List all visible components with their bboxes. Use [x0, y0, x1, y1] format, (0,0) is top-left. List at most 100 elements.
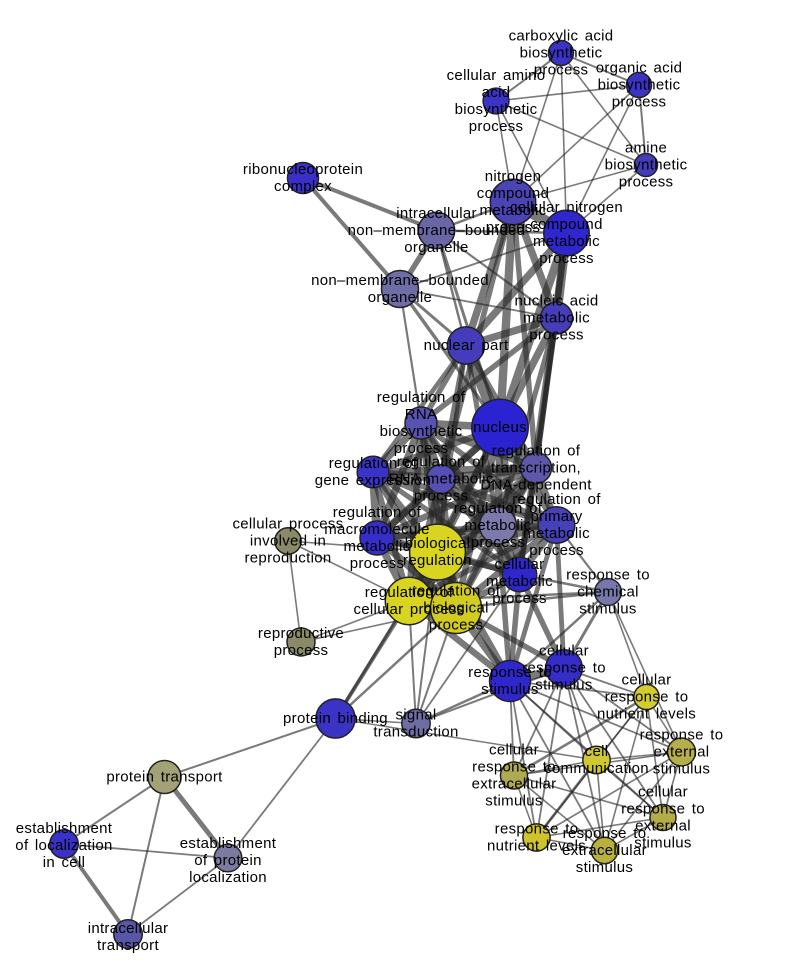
- svg-text:nutrient levels: nutrient levels: [597, 706, 696, 723]
- svg-text:transcription,: transcription,: [491, 460, 581, 477]
- svg-text:process: process: [350, 555, 405, 572]
- svg-text:regulation of: regulation of: [512, 491, 601, 508]
- svg-text:stimulus: stimulus: [634, 835, 691, 852]
- svg-text:cellular process: cellular process: [353, 601, 464, 618]
- svg-text:process: process: [486, 219, 541, 236]
- svg-text:regulation of: regulation of: [365, 584, 454, 601]
- svg-text:process: process: [469, 118, 524, 135]
- svg-text:metabolic: metabolic: [523, 525, 590, 542]
- svg-text:biological: biological: [423, 600, 489, 617]
- svg-text:regulation of: regulation of: [397, 454, 486, 471]
- svg-text:cellular: cellular: [539, 643, 589, 660]
- svg-text:involved in: involved in: [250, 533, 326, 550]
- svg-text:cellular: cellular: [638, 784, 688, 801]
- svg-text:of localization: of localization: [15, 837, 112, 854]
- svg-text:response to: response to: [563, 825, 647, 842]
- svg-text:metabolic: metabolic: [486, 573, 553, 590]
- svg-text:transduction: transduction: [373, 724, 458, 741]
- svg-text:extracellular: extracellular: [472, 776, 557, 793]
- svg-text:macromolecule: macromolecule: [324, 521, 430, 538]
- svg-text:nutrient levels: nutrient levels: [487, 838, 586, 855]
- svg-text:process: process: [529, 327, 584, 344]
- svg-text:chemical: chemical: [577, 584, 639, 601]
- svg-text:process: process: [534, 62, 589, 79]
- svg-text:compound: compound: [530, 216, 602, 233]
- svg-text:process: process: [429, 617, 484, 634]
- svg-text:regulation of: regulation of: [333, 504, 422, 521]
- svg-text:complex: complex: [274, 178, 332, 195]
- svg-text:biosynthetic: biosynthetic: [520, 45, 603, 62]
- svg-text:cellular: cellular: [489, 742, 539, 759]
- svg-text:regulation of: regulation of: [492, 443, 581, 460]
- svg-text:metabolic: metabolic: [344, 538, 411, 555]
- svg-text:signal: signal: [396, 707, 437, 724]
- svg-text:amine: amine: [625, 140, 667, 157]
- svg-text:stimulus: stimulus: [535, 677, 592, 694]
- svg-text:non–membrane–bounded: non–membrane–bounded: [348, 222, 526, 239]
- svg-text:reproductive: reproductive: [258, 625, 344, 642]
- svg-text:biosynthetic: biosynthetic: [598, 77, 681, 94]
- svg-text:response to: response to: [468, 664, 552, 681]
- svg-text:stimulus: stimulus: [576, 859, 633, 876]
- svg-text:regulation of: regulation of: [329, 455, 418, 472]
- svg-text:gene expression: gene expression: [315, 472, 432, 489]
- svg-text:reproduction: reproduction: [245, 550, 332, 567]
- svg-text:transport: transport: [97, 937, 159, 954]
- svg-text:RNA: RNA: [405, 406, 438, 423]
- svg-text:stimulus: stimulus: [481, 681, 538, 698]
- svg-text:primary: primary: [530, 508, 582, 525]
- svg-text:regulation: regulation: [403, 552, 472, 569]
- svg-text:response to: response to: [605, 689, 689, 706]
- svg-text:organelle: organelle: [404, 239, 468, 256]
- svg-text:protein transport: protein transport: [106, 769, 223, 786]
- svg-text:process: process: [612, 94, 667, 111]
- svg-text:biosynthetic: biosynthetic: [605, 157, 688, 174]
- svg-text:localization: localization: [189, 869, 267, 886]
- svg-text:process: process: [274, 642, 329, 659]
- svg-text:RNA metabolic: RNA metabolic: [388, 471, 493, 488]
- svg-text:extracellular: extracellular: [562, 842, 647, 859]
- svg-text:process: process: [394, 440, 449, 457]
- svg-text:nucleic acid: nucleic acid: [515, 293, 599, 310]
- svg-text:response to: response to: [640, 727, 724, 744]
- svg-text:cellular process: cellular process: [232, 516, 343, 533]
- svg-text:carboxylic acid: carboxylic acid: [509, 28, 614, 45]
- svg-text:stimulus: stimulus: [485, 793, 542, 810]
- svg-text:cellular: cellular: [622, 672, 672, 689]
- svg-text:metabolic: metabolic: [465, 517, 532, 534]
- svg-text:nuclear part: nuclear part: [424, 337, 509, 354]
- svg-text:response to: response to: [621, 801, 705, 818]
- svg-text:cellular: cellular: [495, 556, 545, 573]
- svg-text:establishment: establishment: [16, 820, 113, 837]
- svg-text:biosynthetic: biosynthetic: [380, 423, 463, 440]
- svg-text:external: external: [654, 744, 710, 761]
- svg-text:process: process: [539, 250, 594, 267]
- svg-text:response to: response to: [522, 660, 606, 677]
- svg-text:intracellular: intracellular: [88, 920, 169, 937]
- svg-text:metabolic: metabolic: [523, 310, 590, 327]
- svg-text:metabolic: metabolic: [480, 202, 547, 219]
- svg-text:protein binding: protein binding: [283, 710, 388, 727]
- svg-text:external: external: [635, 818, 691, 835]
- svg-text:cellular amino: cellular amino: [447, 67, 546, 84]
- svg-text:organic acid: organic acid: [596, 60, 682, 77]
- svg-text:of protein: of protein: [194, 852, 262, 869]
- svg-text:process: process: [529, 542, 584, 559]
- svg-text:process: process: [414, 488, 469, 505]
- svg-text:stimulus: stimulus: [653, 761, 710, 778]
- svg-text:compound: compound: [477, 185, 549, 202]
- svg-text:in cell: in cell: [43, 854, 85, 871]
- svg-text:nucleus: nucleus: [473, 419, 527, 436]
- svg-text:regulation of: regulation of: [412, 583, 501, 600]
- svg-text:response to: response to: [566, 567, 650, 584]
- svg-text:response to: response to: [472, 759, 556, 776]
- svg-text:communication: communication: [544, 760, 649, 777]
- svg-text:acid: acid: [482, 84, 511, 101]
- svg-text:non–membrane–bounded: non–membrane–bounded: [311, 272, 489, 289]
- svg-text:cell: cell: [585, 743, 609, 760]
- svg-text:process: process: [619, 174, 674, 191]
- svg-text:biosynthetic: biosynthetic: [455, 101, 538, 118]
- svg-text:process: process: [471, 534, 526, 551]
- svg-text:cellular nitrogen: cellular nitrogen: [510, 199, 623, 216]
- svg-text:intracellular: intracellular: [396, 205, 477, 222]
